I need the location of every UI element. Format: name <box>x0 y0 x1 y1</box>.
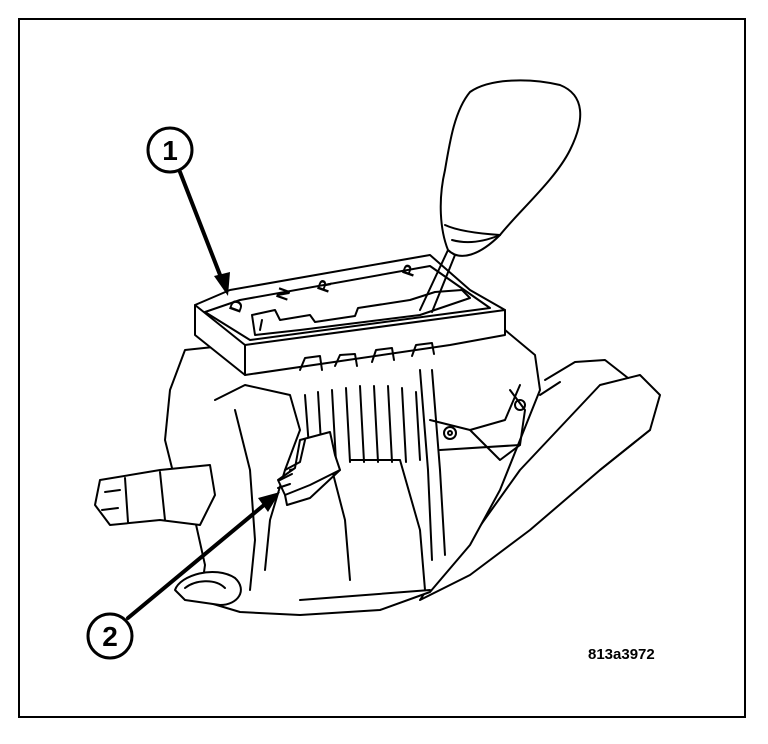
console-base-right <box>419 374 661 601</box>
gate-letter-r: R <box>313 277 335 295</box>
gate-letter-d: D <box>225 297 247 315</box>
callout-2-arrowhead <box>258 492 280 512</box>
callout-1-arrowhead <box>214 272 230 296</box>
shifter-housing <box>164 319 541 616</box>
housing-left-bracket <box>94 464 216 526</box>
callout-1-label: 1 <box>162 135 178 166</box>
gate-letter-n: N <box>272 285 294 303</box>
shift-lever <box>419 79 582 313</box>
callout-1: 1 <box>146 126 230 296</box>
shifter-bezel <box>194 254 506 376</box>
release-tab <box>277 431 341 506</box>
callout-2: 2 <box>86 492 280 660</box>
callout-2-label: 2 <box>102 621 118 652</box>
figure-reference-code: 813a3972 <box>588 646 655 663</box>
figure-frame <box>18 18 746 718</box>
